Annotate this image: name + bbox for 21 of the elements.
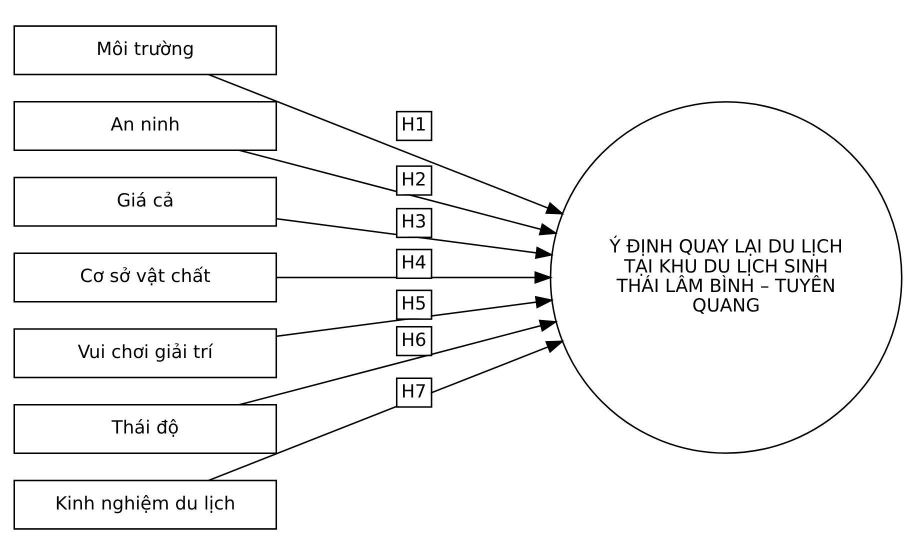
node-box: An ninh [13,100,278,151]
node-box: Môi trường [13,24,278,75]
edge-label: H6 [401,329,426,350]
node-box: Vui chơi giải trí [13,328,278,378]
arrow [276,270,553,284]
edge-label: H1 [401,114,426,136]
node-box: Thái độ [13,403,278,454]
arrow [208,73,564,214]
edge-label: H2 [401,168,426,190]
edge-label: H4 [401,252,426,274]
arrow [239,149,558,235]
node-circle: Ý ĐỊNH QUAY LẠI DU LỊCH TẠI KHU DU LỊCH SINH THÁI LÂM BÌNH – TUYÊN QUANG [550,100,902,454]
node-box: Giá cả [13,176,278,226]
arrow [208,340,564,481]
node-box: Kinh nghiệm du lịch [13,479,278,530]
edge-label: H5 [401,292,426,314]
node-box: Cơ sở vật chất [13,252,278,302]
arrow [276,295,554,336]
edge-label: H7 [401,380,426,402]
arrow [276,218,554,259]
edge-label: H3 [401,211,426,232]
